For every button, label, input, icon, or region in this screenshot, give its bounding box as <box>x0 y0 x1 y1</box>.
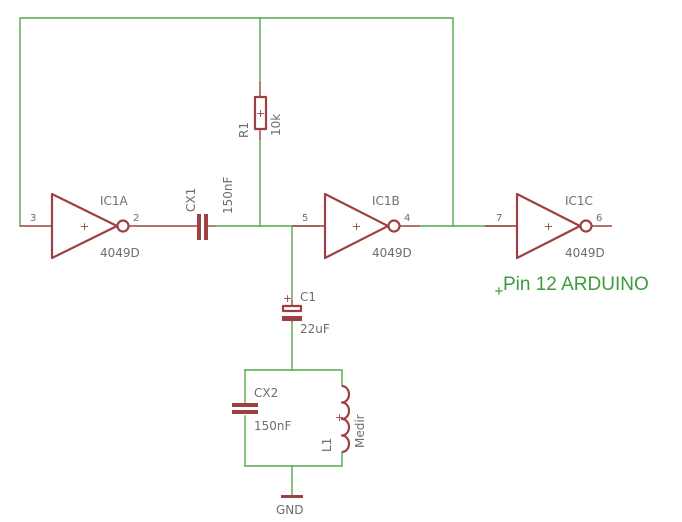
ic1c-value: 4049D <box>565 246 605 260</box>
feedback-wire <box>19 17 454 227</box>
ic1a-pin-out: 2 <box>133 213 139 224</box>
gnd-label: GND <box>276 503 304 517</box>
ic1a-plus-mark: + <box>80 220 89 233</box>
r1-body <box>253 95 268 131</box>
l1-coil <box>340 384 351 454</box>
ic1c-bubble <box>579 219 593 233</box>
ic1c-pin-out: 6 <box>596 213 602 224</box>
ic1a-pin-in: 3 <box>30 213 36 224</box>
gnd-symbol: GND <box>276 495 304 517</box>
cx2-value: 150nF <box>254 419 292 433</box>
tank-top-wire <box>244 369 343 387</box>
c1-value: 22uF <box>300 322 330 336</box>
ic1b-pin-in: 5 <box>302 213 308 224</box>
ic1c-pin-in: 7 <box>496 213 502 224</box>
ic1c-triangle <box>515 192 582 260</box>
cx1-value: 150nF <box>221 176 235 214</box>
ic1b-plus-mark: + <box>352 220 361 233</box>
cx2-name: CX2 <box>254 386 278 400</box>
ic1c-plus-mark: + <box>544 220 553 233</box>
cx2-plate-bottom <box>232 410 258 414</box>
ic1a-value: 4049D <box>100 246 140 260</box>
ic1b-value: 4049D <box>372 246 412 260</box>
tank-bottom-wire <box>244 451 343 467</box>
wires <box>19 17 514 497</box>
l1-value: Medir <box>353 414 367 448</box>
ic1b-pin-out: 4 <box>404 213 410 224</box>
cx2-capacitor[interactable]: CX2 150nF <box>232 386 292 433</box>
ic1b-name: IC1B <box>372 194 400 208</box>
cx1-name: CX1 <box>184 188 198 212</box>
r1-resistor[interactable]: + R1 10k <box>237 82 283 140</box>
c1-plus-mark: + <box>283 292 292 305</box>
r1-plus-mark: + <box>256 107 265 120</box>
arduino-pin-label: Pin 12 ARDUINO <box>503 274 649 295</box>
ic1b-inverter[interactable]: + IC1B 4049D 5 4 <box>292 192 420 260</box>
c1-plate-negative <box>282 316 302 321</box>
c1-name: C1 <box>300 290 316 304</box>
r1-value: 10k <box>269 114 283 136</box>
ic1a-name: IC1A <box>100 194 129 208</box>
c1-plate-positive <box>281 304 303 313</box>
cx2-plate-top <box>232 403 258 407</box>
cx1-plate-left <box>197 214 201 240</box>
l1-name: L1 <box>320 438 334 452</box>
ic1a-bubble <box>116 219 130 233</box>
ic1b-triangle <box>323 192 390 260</box>
ic1c-inverter[interactable]: + IC1C 4049D 7 6 <box>485 192 612 260</box>
l1-inductor[interactable]: + L1 Medir <box>320 384 367 454</box>
l1-plus-mark: + <box>335 411 344 424</box>
arduino-note: Pin 12 ARDUINO <box>495 274 649 295</box>
c1-capacitor[interactable]: + C1 22uF <box>281 290 330 336</box>
r1-name: R1 <box>237 122 251 138</box>
ic1b-bubble <box>387 219 401 233</box>
cx1-capacitor[interactable]: CX1 150nF <box>180 176 235 240</box>
gnd-bar <box>281 495 303 498</box>
ic1a-triangle <box>50 192 119 260</box>
ic1c-name: IC1C <box>565 194 593 208</box>
cx1-plate-right <box>204 214 208 240</box>
ic1a-inverter[interactable]: + IC1A 4049D 3 2 <box>20 192 180 260</box>
